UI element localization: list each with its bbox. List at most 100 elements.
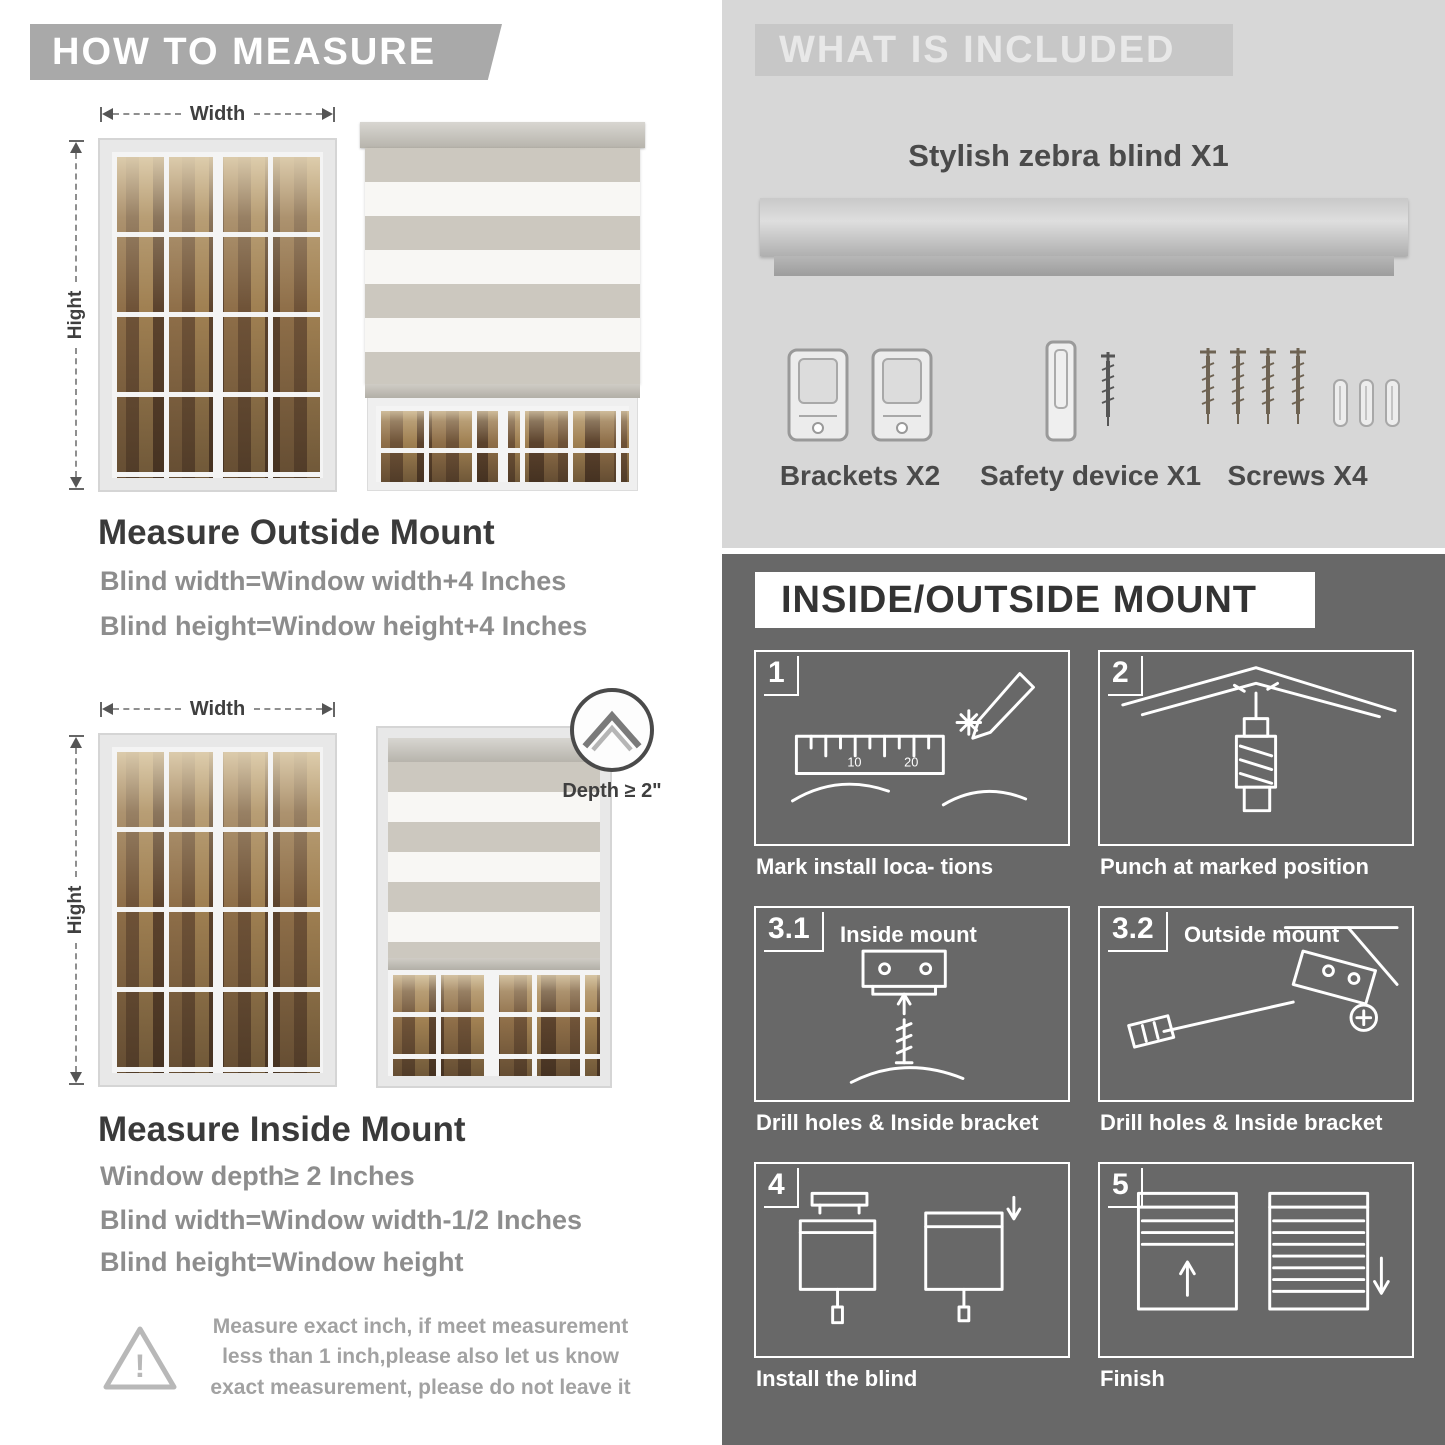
warning-triangle-icon: ! — [103, 1326, 177, 1390]
step-2: 2 — [1098, 650, 1414, 892]
width-label: Width — [189, 102, 246, 125]
safety-device-icon — [1045, 340, 1115, 442]
height-label-wrap: Hight — [65, 282, 86, 348]
inside-mount-line3: Blind height=Window height — [100, 1247, 464, 1277]
screws-label: Screws X4 — [1227, 460, 1368, 491]
blind-headrail-underside — [774, 256, 1394, 276]
included-item-screws: Screws X4 — [1190, 326, 1405, 506]
arrowhead-right-icon — [322, 108, 334, 120]
blind-bottom-rail — [365, 384, 640, 398]
arrow-tick — [100, 701, 102, 717]
width-arrow: Width — [100, 698, 336, 720]
step-caption: Install the blind — [756, 1366, 918, 1391]
arrowhead-up-icon — [70, 142, 82, 153]
step-number: 1 — [764, 656, 799, 696]
arrow-tick — [68, 488, 84, 490]
screws-and-anchors-icon — [1200, 348, 1400, 427]
bracket-icon — [787, 348, 849, 442]
inside-bracket-illustration — [849, 949, 965, 1084]
step-1: 1 10 20 — [754, 650, 1070, 892]
drill-illustration — [1121, 666, 1397, 813]
width-label: Width — [189, 697, 246, 720]
arrowhead-left-icon — [102, 108, 113, 120]
window-mullion — [212, 747, 223, 1073]
warning-text: Measure exact inch, if meet measurement … — [210, 1315, 631, 1399]
height-arrow: Hight — [65, 140, 86, 490]
window-illustration-inside — [98, 733, 337, 1087]
step-inline-label: Inside mount — [840, 922, 977, 947]
arrow-tick — [333, 701, 336, 717]
step-number: 3.2 — [1108, 912, 1168, 952]
step-inline-label: Outside mount — [1184, 922, 1340, 947]
step-number: 5 — [1108, 1168, 1143, 1208]
outside-mount-line1: Blind width=Window width+4 Inches — [100, 566, 567, 596]
frame-corner-icon — [582, 710, 642, 752]
inside-mount-line1: Window depth≥ 2 Inches — [100, 1161, 415, 1191]
arrow-dash — [113, 708, 181, 710]
zebra-blind-inside-illustration — [376, 726, 612, 1088]
step-1-panel: 1 10 20 — [754, 650, 1070, 846]
bracket-icons — [760, 326, 960, 448]
arrowhead-up-icon — [70, 737, 82, 748]
arrowhead-down-icon — [70, 477, 82, 488]
step-number: 4 — [764, 1168, 799, 1208]
mount-banner: INSIDE/OUTSIDE MOUNT — [755, 572, 1315, 628]
window-mullion — [497, 406, 508, 482]
screw-icons — [1190, 326, 1405, 448]
mark-location-illustration: 10 20 — [791, 672, 1035, 807]
arrow-tick — [68, 735, 84, 737]
step-number: 2 — [1108, 656, 1143, 696]
blind-bottom-rail — [388, 958, 600, 970]
right-column: WHAT IS INCLUDED Stylish zebra blind X1 — [722, 0, 1445, 1445]
step-caption: Mark install loca- tions — [756, 854, 994, 879]
safety-device-label: Safety device X1 — [980, 460, 1202, 491]
finish-illustration — [1136, 1191, 1390, 1311]
step-3-2-panel: 3.2 Outside mount — [1098, 906, 1414, 1102]
step-3-2: 3.2 Outside mount — [1098, 906, 1414, 1148]
step-3-1-panel: 3.1 Inside mount — [754, 906, 1070, 1102]
width-arrow: Width — [100, 103, 336, 125]
arrow-dash — [75, 348, 77, 477]
arrow-dash — [75, 153, 77, 282]
depth-requirement-label: Depth ≥ 2" — [562, 780, 662, 802]
mount-steps-grid: 1 10 20 — [754, 650, 1414, 1404]
svg-text:!: ! — [135, 1348, 146, 1384]
zebra-blind-label: Stylish zebra blind X1 — [908, 138, 1229, 173]
included-item-safety-device: Safety device X1 — [980, 326, 1202, 506]
inside-mount-title: Measure Inside Mount — [98, 1110, 466, 1149]
arrow-tick — [68, 1083, 84, 1085]
included-item-brackets: Brackets X2 — [760, 326, 960, 506]
svg-text:20: 20 — [904, 755, 918, 770]
height-label: Hight — [65, 290, 86, 340]
step-caption: Drill holes & Inside bracket — [756, 1110, 1039, 1135]
outside-mount-line2: Blind height=Window height+4 Inches — [100, 611, 588, 641]
depth-callout-circle — [570, 688, 654, 772]
step-5: 5 — [1098, 1162, 1414, 1404]
column-divider — [700, 0, 722, 1445]
step-5-panel: 5 — [1098, 1162, 1414, 1358]
step-caption: Punch at marked position — [1100, 854, 1369, 879]
step-caption: Finish — [1100, 1366, 1165, 1391]
arrow-dash — [75, 748, 77, 877]
arrow-tick — [100, 106, 102, 122]
what-is-included-banner: WHAT IS INCLUDED — [755, 24, 1233, 76]
inside-mount-line2: Blind width=Window width-1/2 Inches — [100, 1205, 583, 1235]
section-divider — [722, 548, 1445, 554]
window-under-blind — [388, 970, 600, 1076]
arrowhead-down-icon — [70, 1072, 82, 1083]
measurement-warning: ! Measure exact inch, if meet measuremen… — [100, 1312, 645, 1403]
svg-text:10: 10 — [847, 755, 861, 770]
step-number: 3.1 — [764, 912, 824, 952]
step-4: 4 — [754, 1162, 1070, 1404]
blind-headrail-illustration — [760, 198, 1408, 256]
height-arrow: Hight — [65, 735, 86, 1085]
step-4-panel: 4 — [754, 1162, 1070, 1358]
safety-device-icons — [980, 326, 1190, 448]
arrowhead-right-icon — [322, 703, 334, 715]
what-is-included-section: WHAT IS INCLUDED Stylish zebra blind X1 — [722, 0, 1445, 548]
outside-mount-title: Measure Outside Mount — [98, 513, 495, 552]
window-mullion — [489, 970, 499, 1076]
window-mullion — [212, 152, 223, 478]
step-2-panel: 2 — [1098, 650, 1414, 846]
